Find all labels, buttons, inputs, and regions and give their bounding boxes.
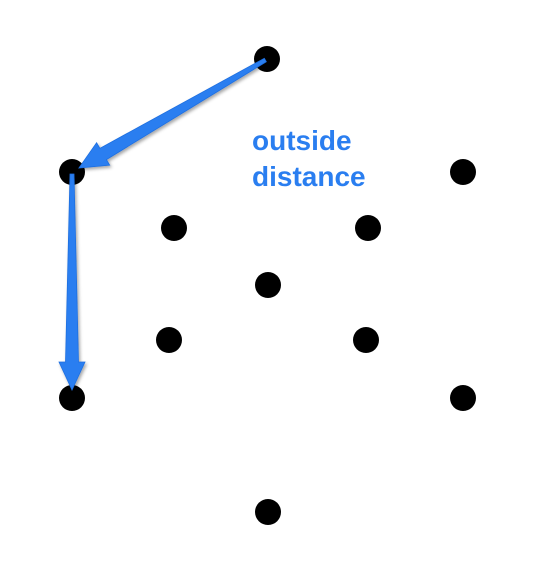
- dot-inner-upper-right: [355, 215, 381, 241]
- dot-inner-upper-left: [161, 215, 187, 241]
- arrow-outer-upper-left-to-outer-lower-left: [58, 173, 86, 391]
- dot-top-center: [254, 46, 280, 72]
- dot-bottom-center: [255, 499, 281, 525]
- dot-center: [255, 272, 281, 298]
- dot-outer-upper-left: [59, 159, 85, 185]
- label-line-outside: outside: [252, 125, 352, 156]
- dot-outer-lower-right: [450, 385, 476, 411]
- dot-inner-lower-left: [156, 327, 182, 353]
- arrow-top-center-to-outer-upper-left: [78, 57, 267, 169]
- outside-distance-label: outside distance: [252, 125, 366, 192]
- label-line-distance: distance: [252, 161, 366, 192]
- dots-layer: [59, 46, 476, 525]
- dot-inner-lower-right: [353, 327, 379, 353]
- arrows-layer: [58, 57, 267, 391]
- dot-outer-upper-right: [450, 159, 476, 185]
- dot-outer-lower-left: [59, 385, 85, 411]
